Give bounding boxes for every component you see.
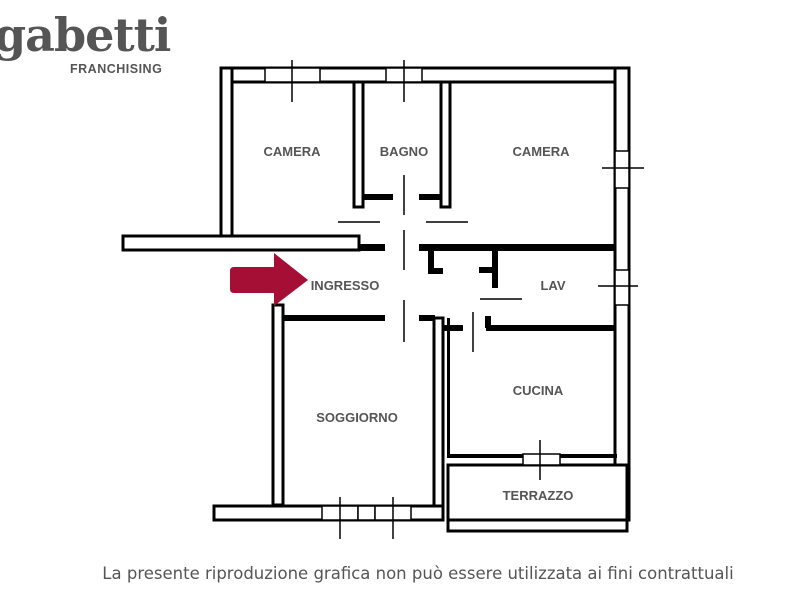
room-label-camera-left: CAMERA (263, 144, 321, 159)
room-label-ingresso: INGRESSO (311, 278, 380, 293)
wall-protruding (121, 234, 361, 252)
windows (264, 60, 644, 539)
room-label-soggiorno: SOGGIORNO (316, 410, 398, 425)
room-label-cucina: CUCINA (513, 383, 564, 398)
entrance-arrow-icon (230, 253, 308, 306)
room-label-lav: LAV (540, 278, 565, 293)
logo-subtitle: FRANCHISING (70, 62, 163, 76)
door-marks (338, 175, 522, 352)
terrazzo-edge (446, 518, 629, 533)
room-label-camera-right: CAMERA (512, 144, 570, 159)
wall-camera-left (219, 66, 234, 240)
logo-wordmark: gabetti (0, 8, 171, 62)
gabetti-logo: gabetti FRANCHISING (0, 8, 171, 88)
wall-bagno-right (439, 80, 452, 209)
wall-bagno-left (352, 80, 365, 209)
wall-soggiorno-right (432, 316, 445, 508)
room-label-bagno: BAGNO (380, 144, 428, 159)
room-label-terrazzo: TERRAZZO (503, 488, 574, 503)
disclaimer-caption: La presente riproduzione grafica non può… (102, 564, 734, 583)
wall-soggiorno-left (271, 303, 285, 507)
